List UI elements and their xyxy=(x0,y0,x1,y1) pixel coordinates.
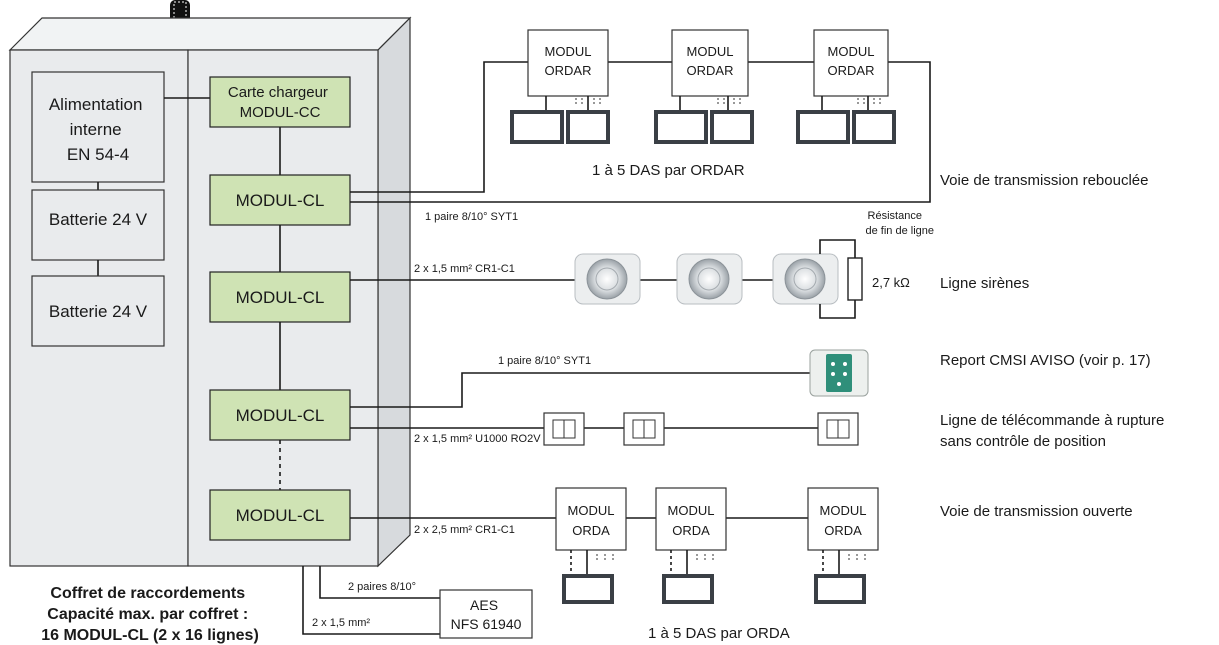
siren xyxy=(676,253,743,305)
ordar-line-label: Voie de transmission rebouclée xyxy=(940,172,1148,189)
modul-cl-3 xyxy=(209,389,351,441)
remote-control-device xyxy=(623,412,665,446)
resistor-value: 2,7 kΩ xyxy=(872,275,910,290)
orda-das-label: 1 à 5 DAS par ORDA xyxy=(648,625,790,642)
aes-box xyxy=(439,589,533,639)
aviso-repeater xyxy=(809,349,869,397)
resistor-label: Résistance de fin de ligne xyxy=(866,210,935,237)
das-device xyxy=(710,110,754,144)
modul-cl-4 xyxy=(209,489,351,541)
orda-line-label: Voie de transmission ouverte xyxy=(940,503,1133,520)
charger-label: Carte chargeur MODUL-CC xyxy=(228,84,332,121)
aviso-line-label: Report CMSI AVISO (voir p. 17) xyxy=(940,352,1151,369)
siren xyxy=(772,253,839,305)
cabinet-top xyxy=(8,17,412,51)
power-supply-label: Alimentation interne EN 54-4 xyxy=(49,95,147,164)
sirens-cable-label: 2 x 1,5 mm² CR1-C1 xyxy=(414,263,515,275)
telecommande-line-label: Ligne de télécommande à rupture sans con… xyxy=(940,412,1168,450)
modul-cl-4-label: MODUL-CL xyxy=(236,506,325,525)
das-device xyxy=(562,574,614,604)
telecommande-cable-label: 2 x 1,5 mm² U1000 RO2V xyxy=(414,433,541,445)
aes-cable-bottom-label: 2 x 1,5 mm² xyxy=(312,617,370,629)
das-device xyxy=(796,110,850,144)
cabinet-caption: Coffret de raccordements Capacité max. p… xyxy=(41,585,259,644)
remote-control-device xyxy=(543,412,585,446)
aes-cable-top-label: 2 paires 8/10° xyxy=(348,581,416,593)
aviso-cable-label: 1 paire 8/10° SYT1 xyxy=(498,355,591,367)
modul-cl-3-label: MODUL-CL xyxy=(236,406,325,425)
power-supply-block xyxy=(31,71,165,183)
aes-label: AES NFS 61940 xyxy=(451,597,522,632)
das-device xyxy=(814,574,866,604)
battery-label-1: Batterie 24 V xyxy=(49,210,148,229)
das-device xyxy=(654,110,708,144)
orda-cable-label: 2 x 2,5 mm² CR1-C1 xyxy=(414,524,515,536)
charger-card xyxy=(209,76,351,128)
sirens-line-label: Ligne sirènes xyxy=(940,275,1029,292)
siren xyxy=(574,253,641,305)
das-device xyxy=(662,574,714,604)
end-of-line-resistor xyxy=(847,257,863,301)
das-device xyxy=(510,110,564,144)
modul-cl-1 xyxy=(209,174,351,226)
ordar-cable-label: 1 paire 8/10° SYT1 xyxy=(425,211,518,223)
battery-label-2: Batterie 24 V xyxy=(49,302,148,321)
das-device xyxy=(852,110,896,144)
modul-cl-2-label: MODUL-CL xyxy=(236,288,325,307)
battery-block-2 xyxy=(31,275,165,347)
das-device xyxy=(566,110,610,144)
cabinet-side xyxy=(377,16,411,568)
modul-cl-1-label: MODUL-CL xyxy=(236,191,325,210)
ordar-das-label: 1 à 5 DAS par ORDAR xyxy=(592,162,745,179)
battery-block-1 xyxy=(31,189,165,261)
remote-control-device xyxy=(817,412,859,446)
